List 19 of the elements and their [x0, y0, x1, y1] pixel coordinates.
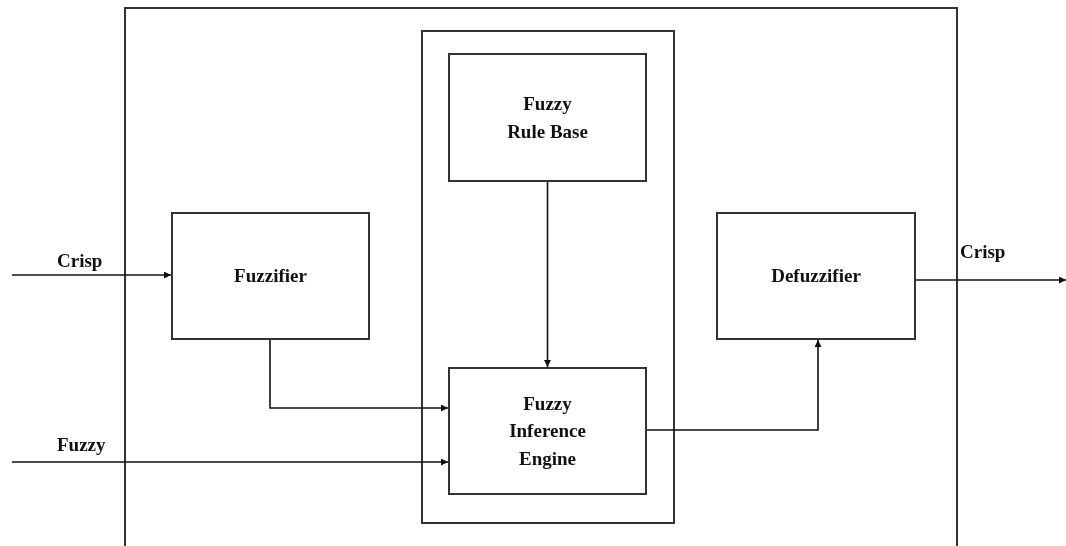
arrow	[646, 339, 822, 431]
edge-label: Fuzzy	[57, 434, 106, 456]
edge-label: Crisp	[57, 250, 103, 272]
edge-label: Crisp	[960, 241, 1006, 263]
process-box	[716, 212, 916, 340]
system-boundary-box	[124, 7, 958, 546]
node-label: Fuzzy Rule Base	[506, 91, 589, 144]
arrow	[915, 276, 1066, 284]
arrow	[269, 339, 449, 412]
node-label: Defuzzifier	[771, 264, 861, 289]
process-box	[448, 53, 647, 182]
node-label: Fuzzifier	[234, 264, 307, 289]
arrow	[544, 181, 551, 368]
process-box	[171, 212, 370, 340]
arrow	[11, 458, 449, 466]
inference-group-box	[421, 30, 675, 524]
node-label: Fuzzy Inference Engine	[508, 391, 587, 471]
process-box	[448, 367, 647, 495]
arrow	[11, 271, 172, 279]
